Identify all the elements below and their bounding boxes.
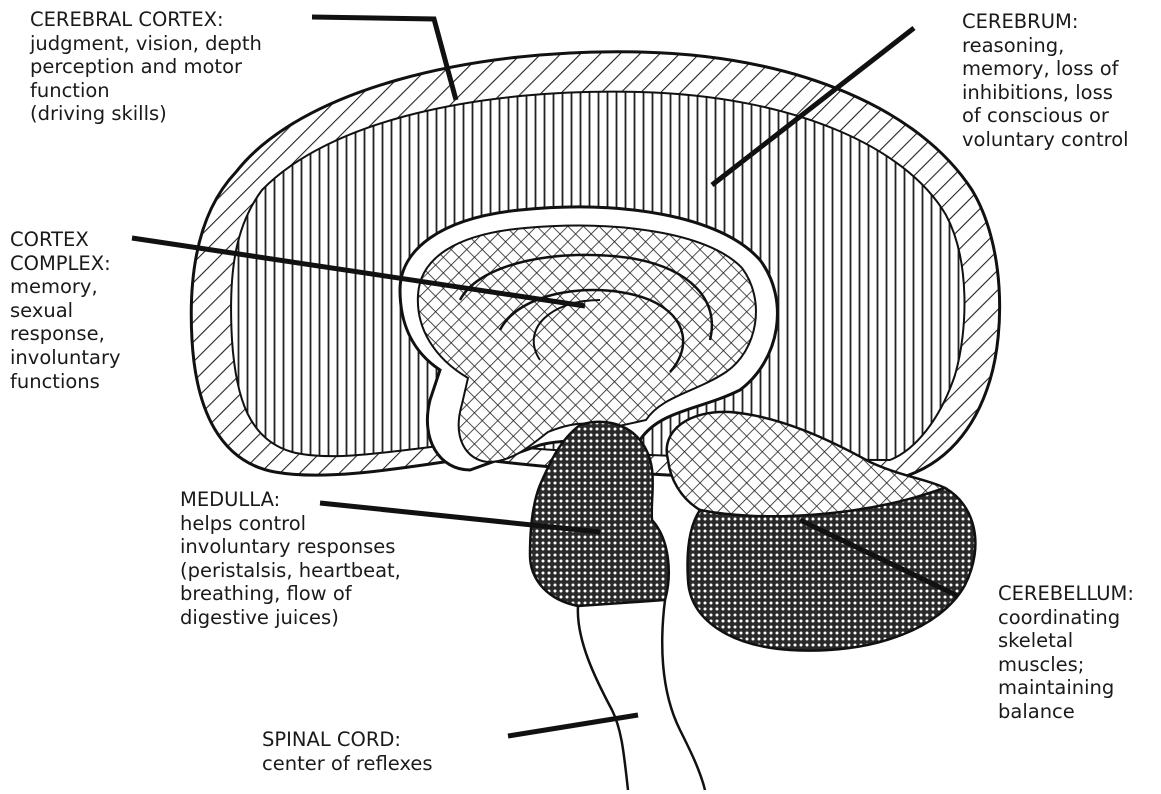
spinal-cord-title: SPINAL CORD:	[262, 728, 433, 752]
cerebral-cortex-description: judgment, vision, depth perception and m…	[30, 32, 262, 126]
cerebrum-description: reasoning, memory, loss of inhibitions, …	[962, 34, 1129, 152]
cerebellum-title: CEREBELLUM:	[998, 582, 1134, 606]
cerebellum-label: CEREBELLUM: coordinating skeletal muscle…	[998, 582, 1134, 724]
spinal-cord-description: center of reflexes	[262, 752, 433, 776]
spinal-cord-left-edge	[578, 606, 628, 790]
cerebellum-description: coordinating skeletal muscles; maintaini…	[998, 606, 1134, 724]
cerebral-cortex-label: CEREBRAL CORTEX: judgment, vision, depth…	[30, 8, 262, 126]
medulla-title: MEDULLA:	[180, 488, 401, 512]
medulla-label: MEDULLA: helps control involuntary respo…	[180, 488, 401, 630]
spinal-cord-right-edge	[662, 600, 705, 790]
cerebral-cortex-title: CEREBRAL CORTEX:	[30, 8, 262, 32]
cortex-complex-title: CORTEX COMPLEX:	[10, 228, 121, 275]
medulla-description: helps control involuntary responses (per…	[180, 512, 401, 630]
cerebrum-label: CEREBRUM: reasoning, memory, loss of inh…	[962, 10, 1129, 152]
spinal-cord-label: SPINAL CORD: center of reflexes	[262, 728, 433, 775]
cortex-complex-description: memory, sexual response, involuntary fun…	[10, 275, 121, 393]
cortex-complex-label: CORTEX COMPLEX: memory, sexual response,…	[10, 228, 121, 393]
cerebrum-title: CEREBRUM:	[962, 10, 1129, 34]
